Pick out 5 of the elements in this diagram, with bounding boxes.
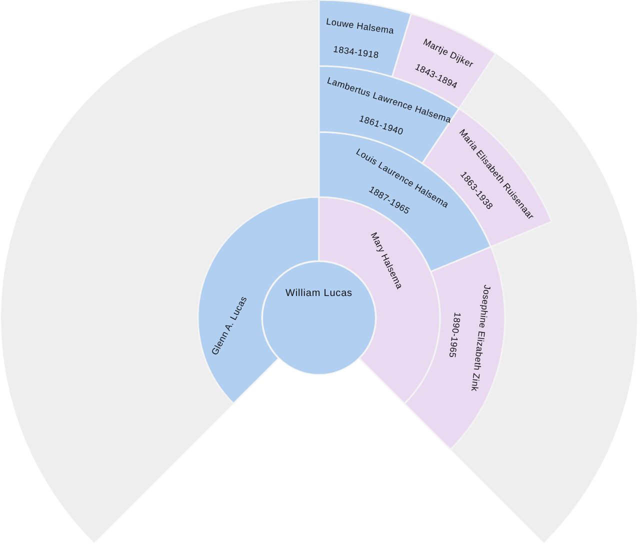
life-dates: 1834-1918 — [332, 44, 380, 61]
person-name: Josephine Elizabeth Zink — [468, 284, 492, 392]
life-dates: 1890-1965 — [446, 311, 462, 358]
person-name: Louwe Halsema — [325, 17, 394, 37]
person-name: William Lucas — [284, 288, 354, 299]
